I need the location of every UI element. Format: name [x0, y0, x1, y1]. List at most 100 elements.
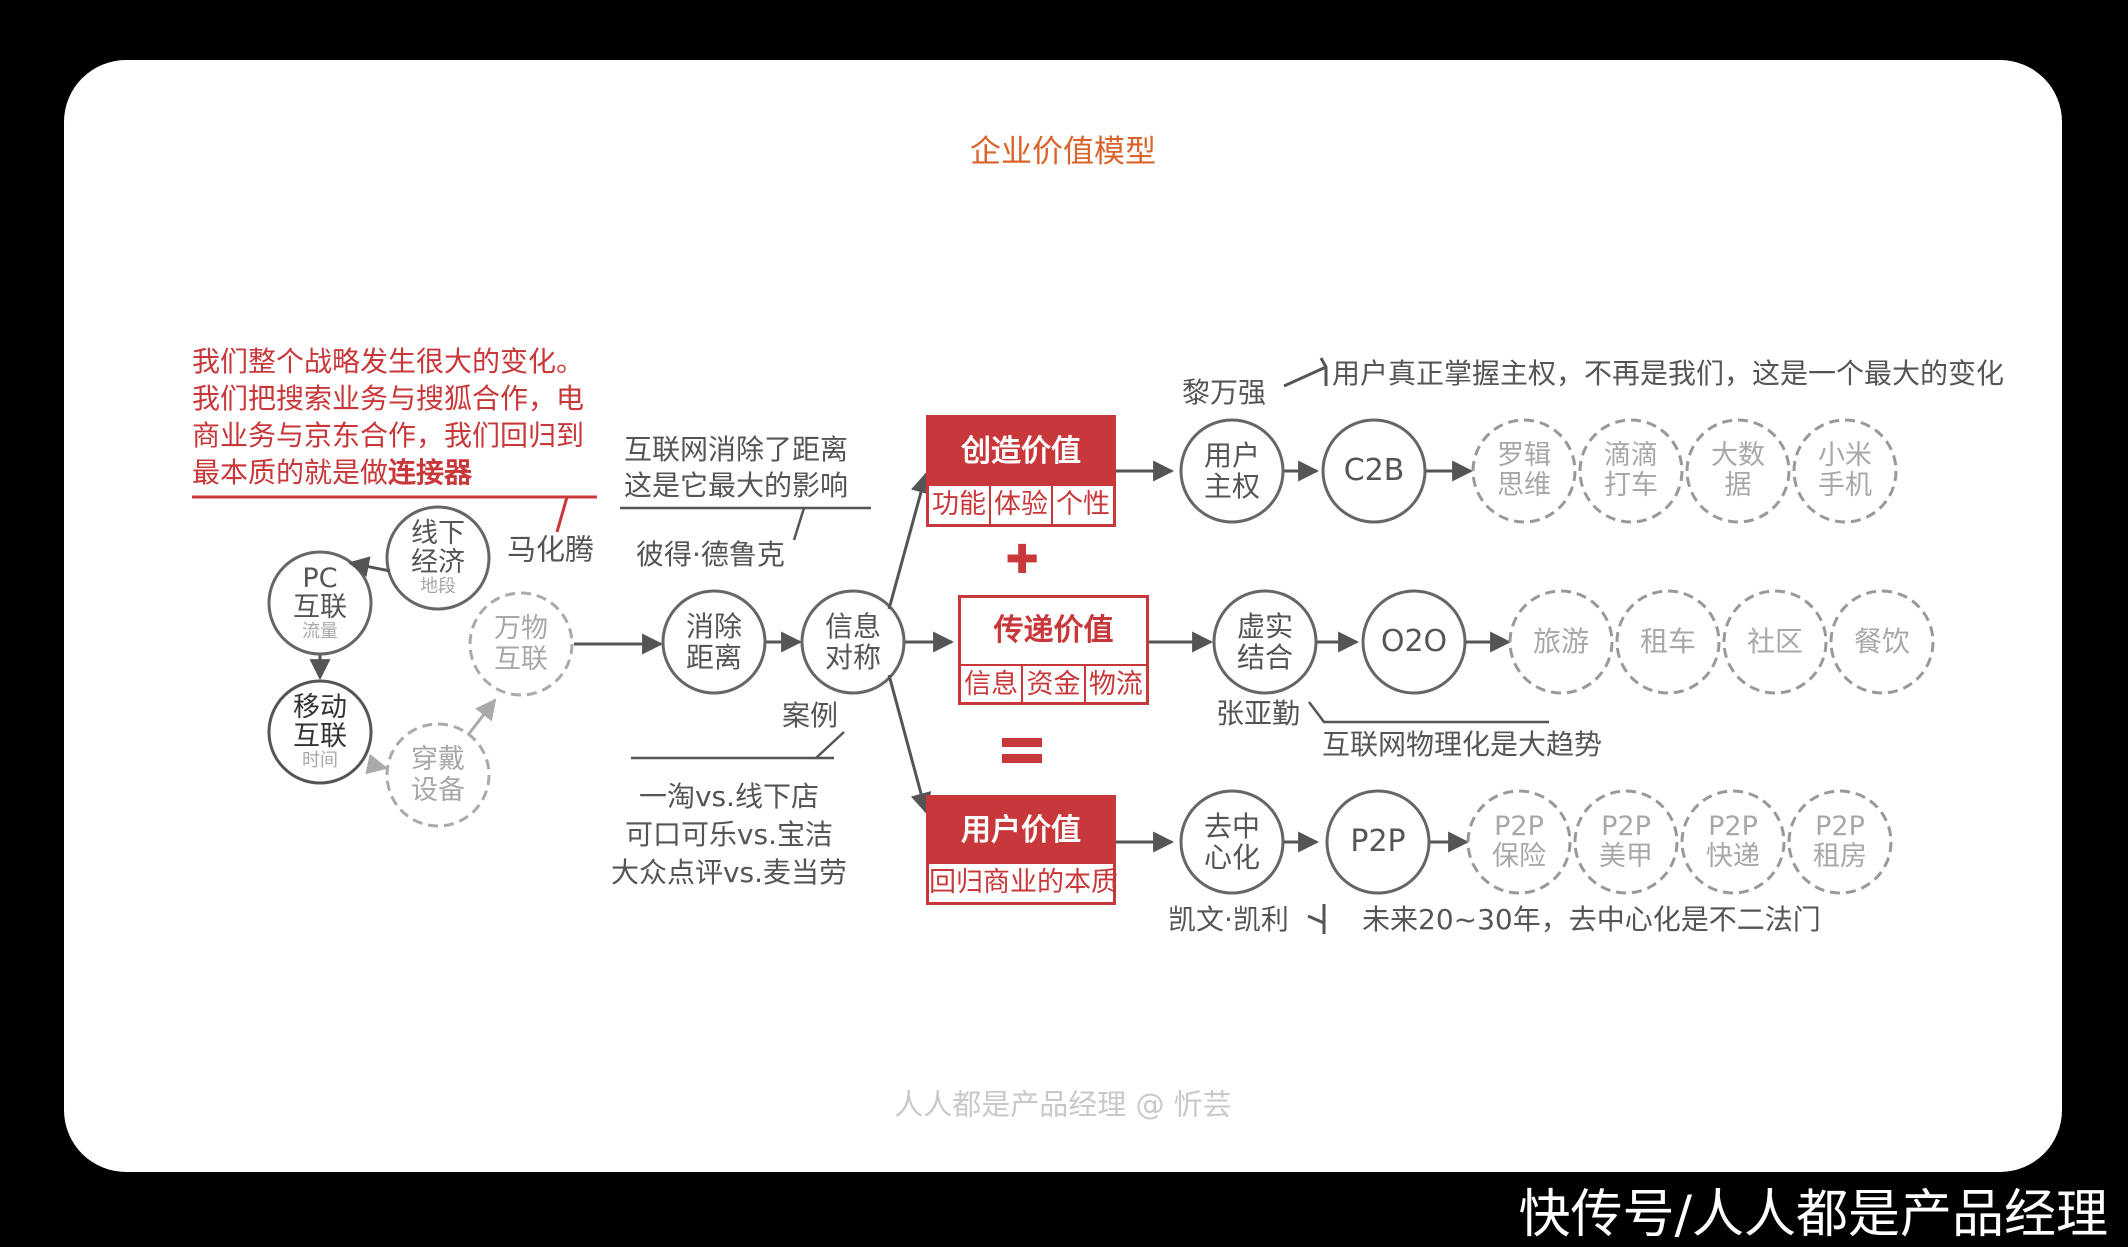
quote-line: 最本质的就是做连接器 — [192, 454, 584, 491]
diagram-card: 企业价值模型 我们整个战略发生很大的变化。 我们把搜索业务与搜狐合作，电 商业务… — [64, 60, 2062, 1172]
row3-node1-circle — [1179, 789, 1285, 895]
pc-circle — [267, 550, 373, 656]
quote-pointer — [555, 496, 569, 533]
mobile-line1: 移动 — [293, 692, 347, 723]
page-title: 企业价值模型 — [970, 134, 1156, 171]
transfer-value-title: 传递价值 — [961, 598, 1146, 664]
create-value-sub: 个性 — [1056, 489, 1110, 520]
quote-speaker: 马化腾 — [507, 532, 595, 567]
offline-node: 线下 经济 地段 — [411, 519, 465, 597]
quote-prefix: 最本质的就是做 — [192, 456, 389, 489]
drucker-line2: 这是它最大的影响 — [624, 469, 849, 502]
row1-example-line1: 罗辑 — [1497, 440, 1551, 471]
row1-speaker: 黎万强 — [1182, 375, 1267, 409]
pc-node: PC 互联 流量 — [293, 564, 347, 642]
offline-line1: 线下 — [411, 518, 465, 549]
quote-line: 我们把搜索业务与搜狐合作，电 — [192, 382, 585, 415]
row1-node1-circle — [1179, 418, 1285, 524]
row2-node1-line1: 虚实 — [1236, 610, 1294, 643]
pc-sub: 流量 — [302, 621, 338, 642]
mahuateng-quote: 我们整个战略发生很大的变化。 我们把搜索业务与搜狐合作，电 商业务与京东合作，我… — [192, 343, 584, 491]
wearable-node: 穿戴 设备 — [411, 744, 465, 806]
row2-node2: O2O — [1380, 623, 1448, 659]
row1-quote: 用户真正掌握主权，不再是我们，这是一个最大的变化 — [1332, 356, 2005, 390]
drucker-quote: 互联网消除了距离 这是它最大的影响 — [624, 432, 848, 504]
offline-circle — [385, 505, 491, 611]
wearable-circle — [385, 722, 491, 828]
transfer-value-subs: 信息 资金 物流 — [961, 664, 1146, 704]
offline-sub: 地段 — [420, 576, 456, 597]
row3-speaker: 凯文·凯利 — [1168, 902, 1289, 936]
row3-quote: 未来20~30年，去中心化是不二法门 — [1362, 902, 1821, 936]
row1-example-line2: 思维 — [1497, 470, 1551, 501]
iot-line2: 互联 — [494, 644, 548, 675]
transfer-value-sub: 信息 — [961, 666, 1024, 704]
case-item: 大众点评vs.麦当劳 — [610, 856, 848, 889]
row1-node2: C2B — [1343, 452, 1405, 488]
iot-line1: 万物 — [494, 613, 548, 644]
wearable-line1: 穿戴 — [411, 744, 465, 775]
cases-label: 案例 — [782, 698, 839, 732]
row1-example: 罗辑 思维 — [1497, 441, 1551, 501]
row2-example: 旅游 — [1532, 624, 1590, 658]
row3-example-line2: 租房 — [1813, 841, 1867, 872]
distance-line1: 消除 — [685, 610, 743, 643]
row3-example-line2: 美甲 — [1599, 841, 1653, 872]
info-node: 信息 对称 — [825, 611, 881, 673]
drucker-line1: 互联网消除了距离 — [624, 433, 849, 466]
row2-speaker: 张亚勤 — [1216, 696, 1301, 730]
mobile-line2: 互联 — [293, 721, 347, 752]
row3-example-line2: 快递 — [1706, 841, 1760, 872]
row2-example: 餐饮 — [1853, 624, 1911, 658]
row1-node1: 用户 主权 — [1204, 440, 1260, 502]
case-item: 可口可乐vs.宝洁 — [624, 818, 834, 851]
row3-example: P2P 美甲 — [1599, 812, 1653, 872]
row2-node2-circle — [1361, 589, 1467, 695]
row1-node1-line1: 用户 — [1203, 439, 1261, 472]
create-value-title: 创造价值 — [929, 418, 1113, 486]
diagram-connectors — [192, 357, 1935, 934]
equals-bottom — [1002, 754, 1042, 763]
footer-watermark: 人人都是产品经理 @ 忻芸 — [894, 1087, 1232, 1122]
transfer-value-box: 传递价值 信息 资金 物流 — [958, 595, 1149, 705]
row1-example-line1: 滴滴 — [1604, 440, 1658, 471]
user-value-box: 用户价值 回归商业的本质 — [926, 795, 1118, 905]
row1-node2-circle — [1321, 418, 1427, 524]
user-value-sub: 回归商业的本质 — [929, 867, 1118, 898]
row3-example-line1: P2P — [1601, 811, 1651, 842]
row3-node2-circle — [1325, 789, 1431, 895]
distance-node: 消除 距离 — [686, 611, 742, 673]
offline-line2: 经济 — [411, 547, 465, 578]
row3-example: P2P 保险 — [1492, 812, 1546, 872]
row3-example: P2P 租房 — [1813, 812, 1867, 872]
user-value-title: 用户价值 — [929, 798, 1113, 864]
distance-line2: 距离 — [685, 641, 743, 674]
row3-example: P2P 快递 — [1706, 812, 1760, 872]
row3-example-line1: P2P — [1815, 811, 1865, 842]
plus-sign: ✚ — [1005, 537, 1039, 583]
row3-node1: 去中 心化 — [1204, 811, 1260, 873]
user-value-subs: 回归商业的本质 — [929, 864, 1118, 902]
row3-example-line1: P2P — [1708, 811, 1758, 842]
row2-example: 租车 — [1639, 624, 1697, 658]
row1-example-line2: 据 — [1724, 470, 1752, 501]
row2-node1: 虚实 结合 — [1237, 611, 1293, 673]
quote-line: 商业务与京东合作，我们回归到 — [192, 419, 585, 452]
row1-example-line2: 手机 — [1818, 470, 1872, 501]
info-line1: 信息 — [824, 610, 882, 643]
row2-node1-line2: 结合 — [1236, 641, 1294, 674]
row3-example-line2: 保险 — [1492, 841, 1546, 872]
quote-line: 我们整个战略发生很大的变化。 — [192, 345, 585, 378]
row2-quote: 互联网物理化是大趋势 — [1322, 727, 1603, 761]
create-value-subs: 功能 体验 个性 — [929, 486, 1113, 524]
row1-example-line2: 打车 — [1604, 470, 1658, 501]
corner-watermark: 快传号/人人都是产品经理 — [1518, 1185, 2108, 1245]
row2-node1-circle — [1212, 589, 1318, 695]
iot-circle — [468, 591, 574, 697]
mobile-sub: 时间 — [302, 750, 338, 771]
row3-example-line1: P2P — [1494, 811, 1544, 842]
mobile-node: 移动 互联 时间 — [293, 693, 347, 771]
row3-node2: P2P — [1350, 823, 1406, 859]
drucker-speaker: 彼得·德鲁克 — [636, 537, 785, 571]
row3-node1-line1: 去中 — [1203, 810, 1261, 843]
